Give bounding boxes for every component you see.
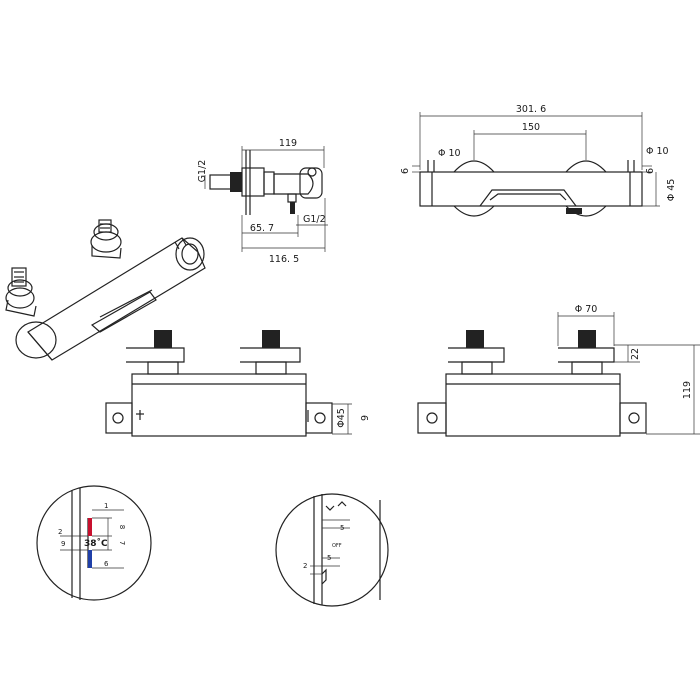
nut-height-label: 22 bbox=[630, 348, 641, 360]
dim-9-front-label: 9 bbox=[360, 415, 371, 421]
pin-right-label: Φ 10 bbox=[646, 146, 669, 157]
diverter-dim-2-label: 2 bbox=[303, 562, 307, 570]
temperature-label: 38˚C bbox=[84, 538, 108, 549]
centers-label: 150 bbox=[522, 122, 540, 133]
dim-2-label: 2 bbox=[58, 528, 62, 536]
pin-left-label: Φ 10 bbox=[438, 148, 461, 159]
overall-height-label: 119 bbox=[682, 381, 693, 399]
overall-width-label: 301. 6 bbox=[516, 104, 546, 115]
dim-8-label: 8 bbox=[118, 525, 126, 529]
dim-1-label: 1 bbox=[104, 502, 108, 510]
outlet-thread-label: G1/2 bbox=[303, 214, 326, 225]
front-view-left: Φ45 9 bbox=[105, 330, 371, 437]
dim-6-label: 6 bbox=[104, 560, 109, 568]
front-view-right: Φ 70 22 119 bbox=[417, 304, 700, 437]
gap-right-label: 6 bbox=[645, 168, 656, 174]
cold-marker bbox=[88, 550, 92, 568]
top-view: 301. 6 150 Φ 10 Φ 10 6 6 Φ 45 bbox=[400, 104, 677, 217]
dim-65-7-label: 65. 7 bbox=[250, 223, 274, 234]
side-view: 119 G1/2 G1/2 65. 7 116. 5 bbox=[197, 138, 328, 265]
dim-7-label: 7 bbox=[118, 541, 126, 545]
diverter-dim-5-top-label: 5 bbox=[340, 524, 344, 532]
body-diameter-label: Φ 45 bbox=[666, 179, 677, 202]
side-length-label: 119 bbox=[279, 138, 297, 149]
gap-left-label: 6 bbox=[400, 168, 411, 174]
detail-diverter: 5 OFF 5 2 bbox=[275, 493, 389, 607]
body-diameter-front-label: Φ45 bbox=[336, 408, 347, 428]
hot-marker bbox=[88, 518, 92, 536]
dim-116-5-label: 116. 5 bbox=[269, 254, 299, 265]
perspective-view bbox=[5, 219, 206, 361]
detail-temperature: 1 8 2 9 38˚C 7 6 bbox=[36, 485, 152, 601]
diverter-dim-5-mid-label: 5 bbox=[327, 554, 331, 562]
off-label: OFF bbox=[332, 543, 342, 549]
flange-diameter-label: Φ 70 bbox=[575, 304, 598, 315]
inlet-thread-label: G1/2 bbox=[197, 160, 208, 183]
dim-9-label: 9 bbox=[61, 540, 65, 548]
